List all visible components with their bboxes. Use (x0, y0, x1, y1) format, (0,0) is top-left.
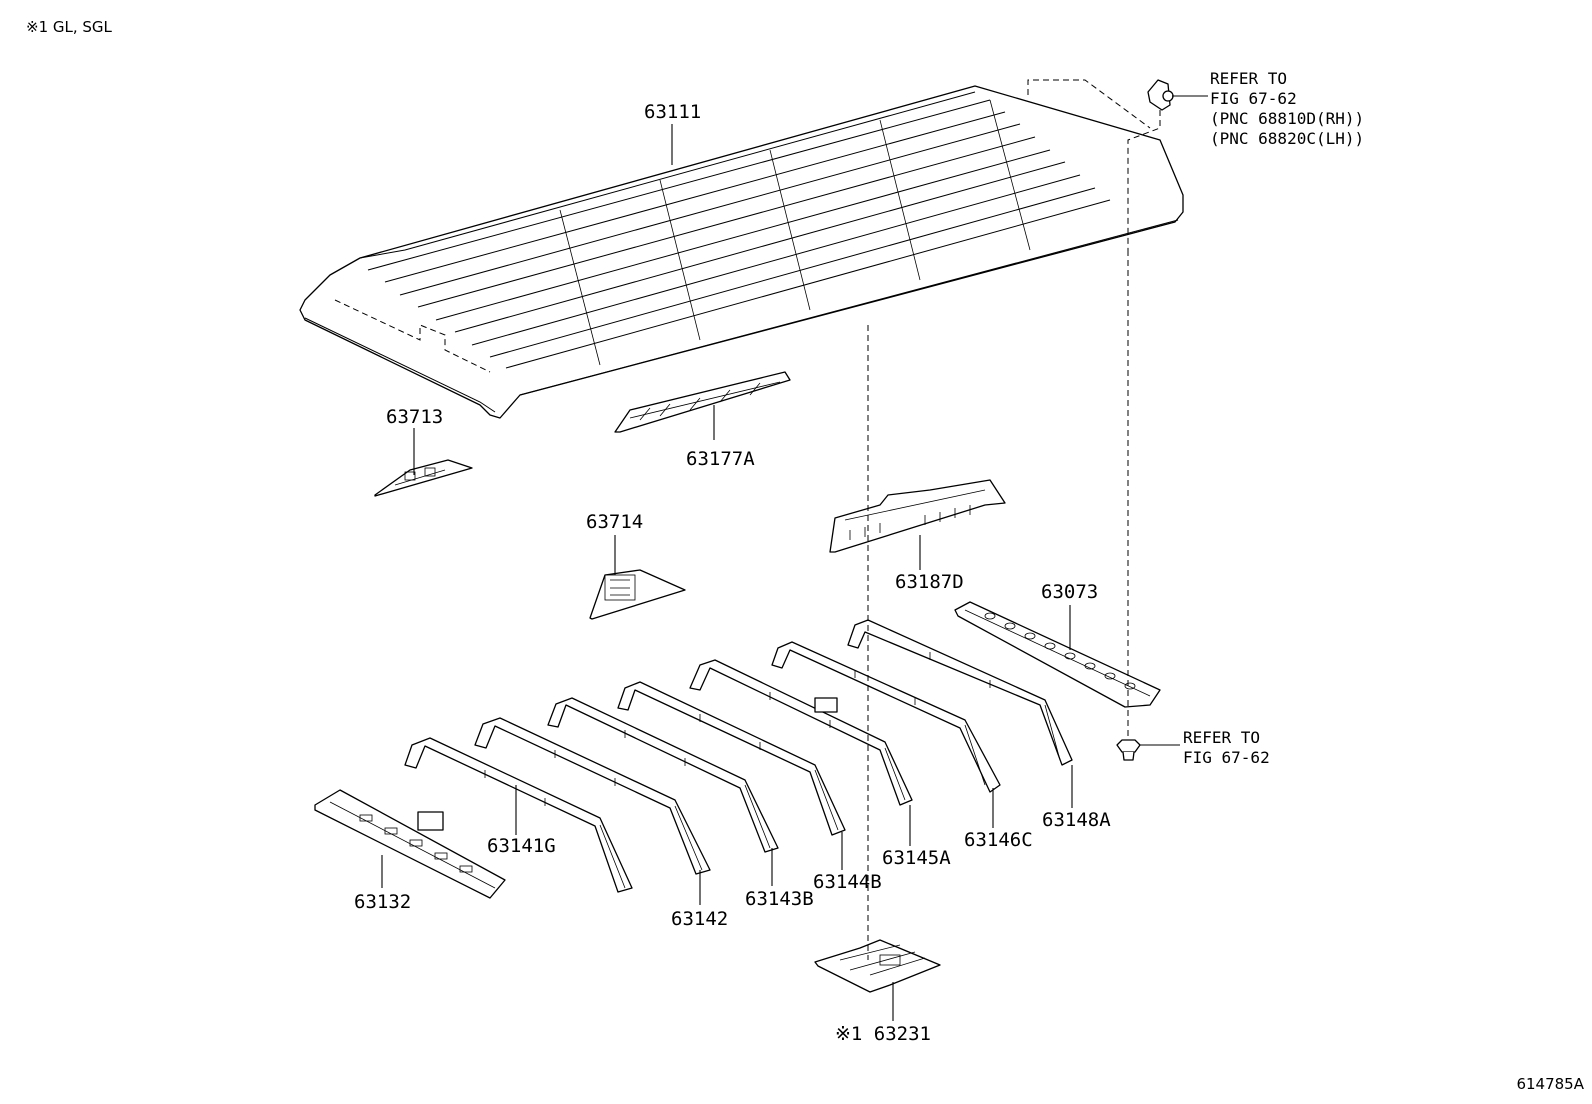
ref-top-line-4: (PNC 68820C(LH)) (1210, 129, 1364, 148)
roof-panel-rear-63073[interactable] (954, 601, 1161, 708)
label-63714[interactable]: 63714 (586, 511, 643, 533)
ref-top-line-3: (PNC 68810D(RH)) (1210, 109, 1364, 128)
roof-bow-63148a[interactable] (847, 619, 1073, 766)
label-63713[interactable]: 63713 (386, 406, 443, 428)
reference-note-top: REFER TO FIG 67-62 (PNC 68810D(RH)) (PNC… (1210, 69, 1364, 148)
ref-clip-line-2[interactable]: FIG 67-62 (1183, 748, 1270, 767)
roof-panel-front-63132[interactable] (314, 789, 506, 899)
rail-bracket[interactable] (1147, 79, 1174, 111)
label-63143b[interactable]: 63143B (745, 888, 814, 910)
ref-clip-line-1: REFER TO (1183, 728, 1260, 747)
part-labels: 63111 63713 63177A 63714 63187D 63073 63… (354, 101, 1111, 1045)
label-63145a[interactable]: 63145A (882, 847, 951, 869)
figure-id: 614785A (1516, 1075, 1584, 1093)
label-63231[interactable]: ※1 63231 (835, 1023, 931, 1045)
roof-reinforcement-63187d[interactable] (829, 479, 1006, 553)
roof-panel-63231[interactable] (814, 939, 941, 993)
label-63146c[interactable]: 63146C (964, 829, 1033, 851)
applicability-note: ※1 GL, SGL (26, 18, 112, 36)
ref-top-line-1: REFER TO (1210, 69, 1287, 88)
leader-lines (381, 95, 1208, 1021)
label-63142[interactable]: 63142 (671, 908, 728, 930)
label-63111[interactable]: 63111 (644, 101, 701, 123)
roof-bow-63141g[interactable] (404, 737, 633, 893)
label-63148a[interactable]: 63148A (1042, 809, 1111, 831)
roof-bow-63146c[interactable] (771, 641, 1001, 793)
roof-bow-63142[interactable] (474, 717, 711, 875)
label-63177a[interactable]: 63177A (686, 448, 755, 470)
reference-note-clip: REFER TO FIG 67-62 (1183, 728, 1270, 767)
clip[interactable] (1116, 739, 1141, 761)
roof-bow-63143b[interactable] (547, 697, 779, 853)
label-63144b[interactable]: 63144B (813, 871, 882, 893)
roof-reinforcement-63177a[interactable] (614, 371, 791, 433)
label-63141g[interactable]: 63141G (487, 835, 556, 857)
label-63132[interactable]: 63132 (354, 891, 411, 913)
ref-top-line-2[interactable]: FIG 67-62 (1210, 89, 1297, 108)
roof-bow-63144b[interactable] (617, 681, 846, 836)
roof-bracket-63713[interactable] (374, 459, 473, 497)
roof-bow-63145a[interactable] (689, 659, 913, 806)
alignment-lines (867, 79, 1161, 960)
roof-bracket-63714[interactable] (589, 569, 686, 620)
label-63073[interactable]: 63073 (1041, 581, 1098, 603)
label-63187d[interactable]: 63187D (895, 571, 964, 593)
roof-panel-63111[interactable] (299, 85, 1184, 419)
